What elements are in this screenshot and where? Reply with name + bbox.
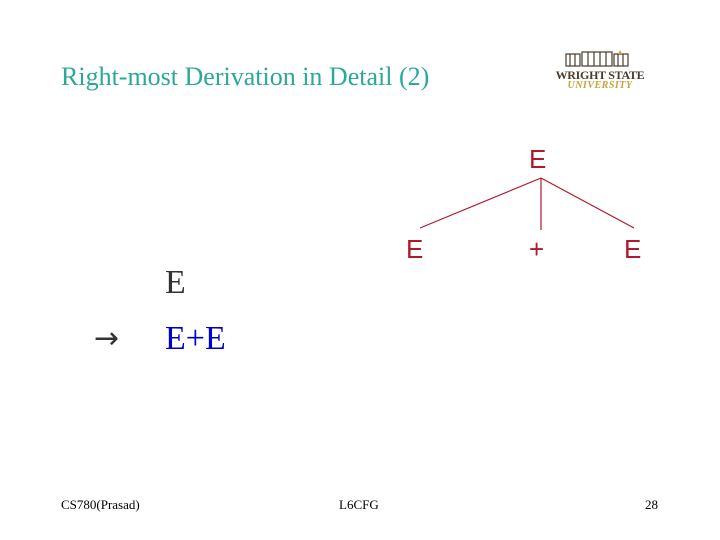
tree-child-node-left: E xyxy=(406,234,424,264)
tree-edge-left xyxy=(419,177,542,229)
derivation-step: E+E xyxy=(165,320,226,357)
tree-child-node-middle: + xyxy=(529,234,545,264)
slide-title: Right-most Derivation in Detail (2) xyxy=(61,62,430,91)
tree-edge-right xyxy=(540,177,635,229)
university-building-icon xyxy=(565,50,629,67)
tree-child-node-right: E xyxy=(624,234,642,264)
logo-line-2: UNIVERSITY xyxy=(567,80,633,91)
footer-page-number: 28 xyxy=(645,497,658,512)
footer-course: CS780(Prasad) xyxy=(61,497,140,512)
derivation-arrow: → xyxy=(94,321,120,356)
derivation-start: E xyxy=(165,264,186,301)
tree-root-node: E xyxy=(529,144,547,174)
university-logo: WRIGHT STATE UNIVERSITY xyxy=(548,50,648,94)
logo-line-1: WRIGHT STATE xyxy=(555,68,645,82)
footer-topic: L6CFG xyxy=(339,497,379,512)
